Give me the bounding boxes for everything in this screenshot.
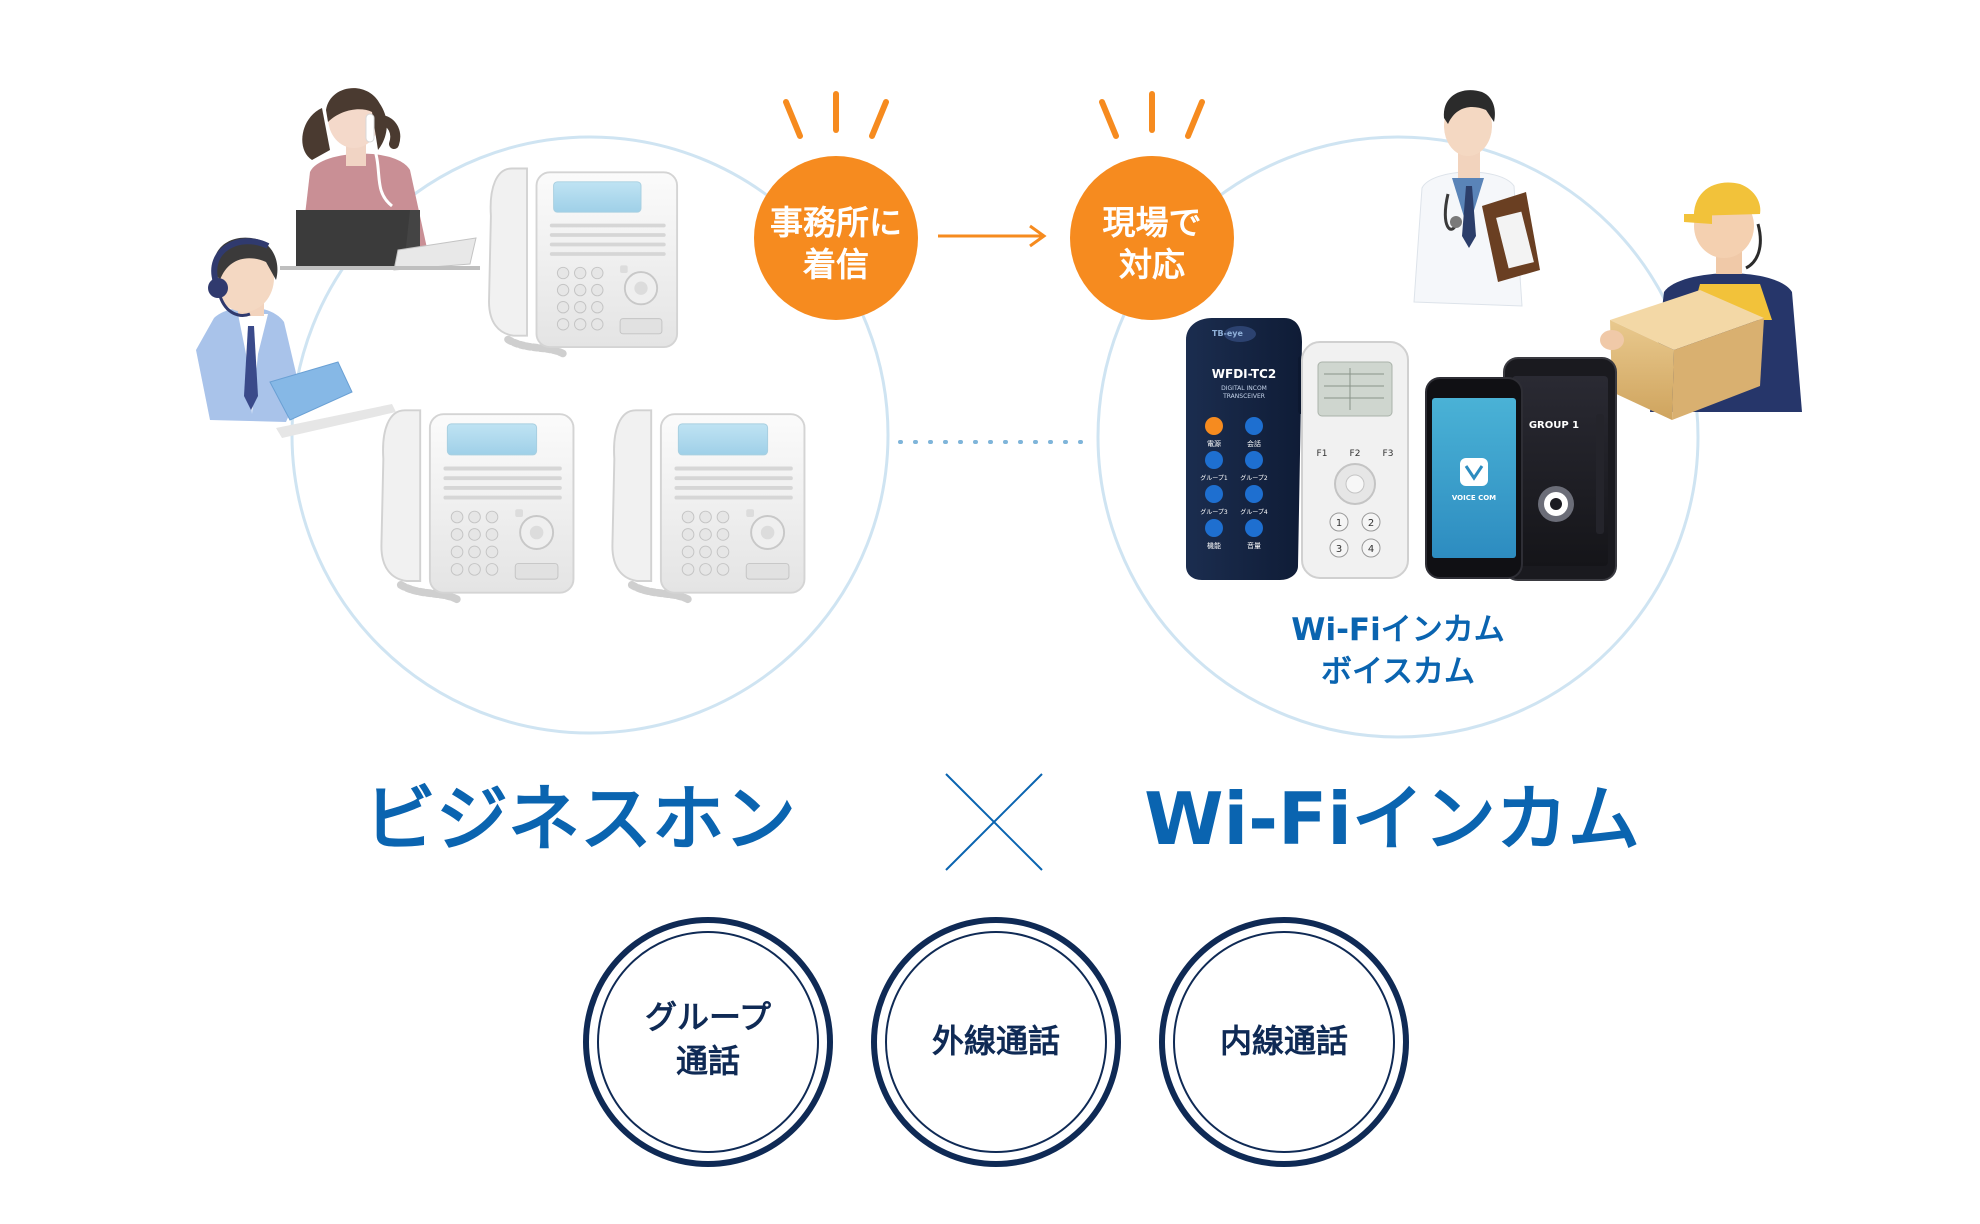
feature-internal-label: 内線通話 <box>1220 1022 1348 1060</box>
field-bubble: 現場で 対応 <box>1070 91 1234 320</box>
remote-key-4: 4 <box>1368 544 1374 555</box>
feature-group-call: グループ 通話 <box>583 917 833 1167</box>
desk-phone-top <box>489 169 677 355</box>
btn-function-label: 機能 <box>1207 541 1221 550</box>
smartphone-back: GROUP 1 <box>1503 357 1617 581</box>
device-label-line1: Wi-Fiインカム <box>1291 612 1505 648</box>
remote-key-2: 2 <box>1368 518 1374 529</box>
delivery-man-illustration <box>1600 182 1802 420</box>
remote-device: F1 F2 F3 1 2 3 4 <box>1301 341 1409 579</box>
wifi-intercom-title: Wi-Fiインカム <box>1144 777 1640 861</box>
btn-group1-label: グループ1 <box>1200 474 1228 482</box>
device-label-line2: ボイスカム <box>1321 654 1475 690</box>
remote-key-3: 3 <box>1336 544 1342 555</box>
cross-mark <box>945 773 1043 871</box>
doctor-illustration <box>1413 90 1540 307</box>
feature-internal-call: 内線通話 <box>1159 917 1409 1167</box>
btn-talk-label: 会話 <box>1247 439 1261 448</box>
group-label: GROUP 1 <box>1529 420 1579 431</box>
btn-volume-label: 音量 <box>1247 541 1261 550</box>
remote-f3: F3 <box>1383 449 1394 459</box>
smartphone-front: VOICE COM <box>1425 377 1523 579</box>
desk-phone-bottom-left <box>381 410 573 600</box>
business-phone-title: ビジネスホン <box>364 777 796 861</box>
btn-group4-label: グループ4 <box>1240 508 1268 516</box>
office-worker-woman <box>280 88 480 271</box>
feature-external-call: 外線通話 <box>871 917 1121 1167</box>
field-bubble-line2: 対応 <box>1119 245 1185 284</box>
btn-group3-label: グループ3 <box>1200 508 1228 516</box>
field-circle <box>1096 135 1700 739</box>
feature-external-label: 外線通話 <box>932 1022 1060 1060</box>
transceiver-sub1: DIGITAL INCOM <box>1221 385 1267 392</box>
field-bubble-line1: 現場で <box>1103 203 1202 242</box>
remote-f1: F1 <box>1317 449 1328 459</box>
app-name: VOICE COM <box>1452 494 1496 502</box>
desk-phone-bottom-right <box>612 410 804 600</box>
office-bubble-line1: 事務所に <box>770 203 902 242</box>
btn-power-label: 電源 <box>1207 439 1221 448</box>
transceiver-model: WFDI-TC2 <box>1212 367 1276 381</box>
office-bubble-line2: 着信 <box>803 245 869 284</box>
transceiver-device: TB-eye WFDI-TC2 DIGITAL INCOM TRANSCEIVE… <box>1186 318 1306 580</box>
btn-group2-label: グループ2 <box>1240 474 1268 482</box>
transceiver-sub2: TRANSCEIVER <box>1222 393 1265 400</box>
flow-arrow <box>938 224 1047 248</box>
transceiver-brand: TB-eye <box>1212 329 1244 338</box>
remote-key-1: 1 <box>1336 518 1342 529</box>
office-bubble: 事務所に 着信 <box>754 91 918 320</box>
feature-group-line2: 通話 <box>676 1042 740 1080</box>
remote-f2: F2 <box>1350 449 1361 459</box>
call-center-man <box>196 237 396 438</box>
feature-group-line1: グループ <box>645 998 772 1036</box>
